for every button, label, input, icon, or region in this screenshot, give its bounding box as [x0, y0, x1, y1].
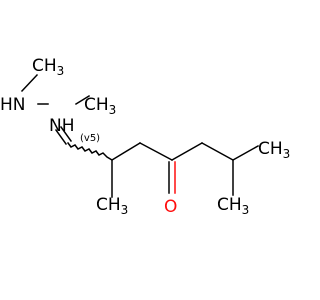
bond-c4-c5: [170, 141, 204, 162]
label-methyl-top-right: CH3: [258, 139, 290, 161]
structure-diagram: CH3 HN NH (v5) CH3 CH3 O CH3 CH3: [0, 56, 290, 217]
label-methyl-on-n: CH3: [84, 95, 116, 117]
bond-c2-c3: [110, 141, 142, 162]
bond-c6-methyl-top: [231, 144, 260, 162]
bond-n-c-double-a: [54, 128, 68, 146]
bond-c5-c6: [200, 141, 235, 162]
label-nh-right: NH: [49, 116, 75, 136]
bonds: [20, 73, 260, 198]
label-valence-note: (v5): [80, 133, 100, 144]
bond-c3-c4: [138, 141, 174, 162]
bond-methyl-nh-left: [20, 73, 39, 93]
bond-n-c-double-b: [59, 125, 73, 143]
label-methyl-bottom-right: CH3: [217, 195, 249, 217]
bond-wavy-stereo: [66, 141, 114, 162]
atom-labels: CH3 HN NH (v5) CH3 CH3 O CH3 CH3: [0, 56, 290, 217]
bond-n-methyl: [74, 94, 91, 106]
label-branch-methyl: CH3: [96, 195, 128, 217]
label-nh-left: HN: [0, 95, 26, 115]
label-terminal-methyl: CH3: [32, 56, 64, 78]
label-oxygen: O: [164, 197, 177, 217]
